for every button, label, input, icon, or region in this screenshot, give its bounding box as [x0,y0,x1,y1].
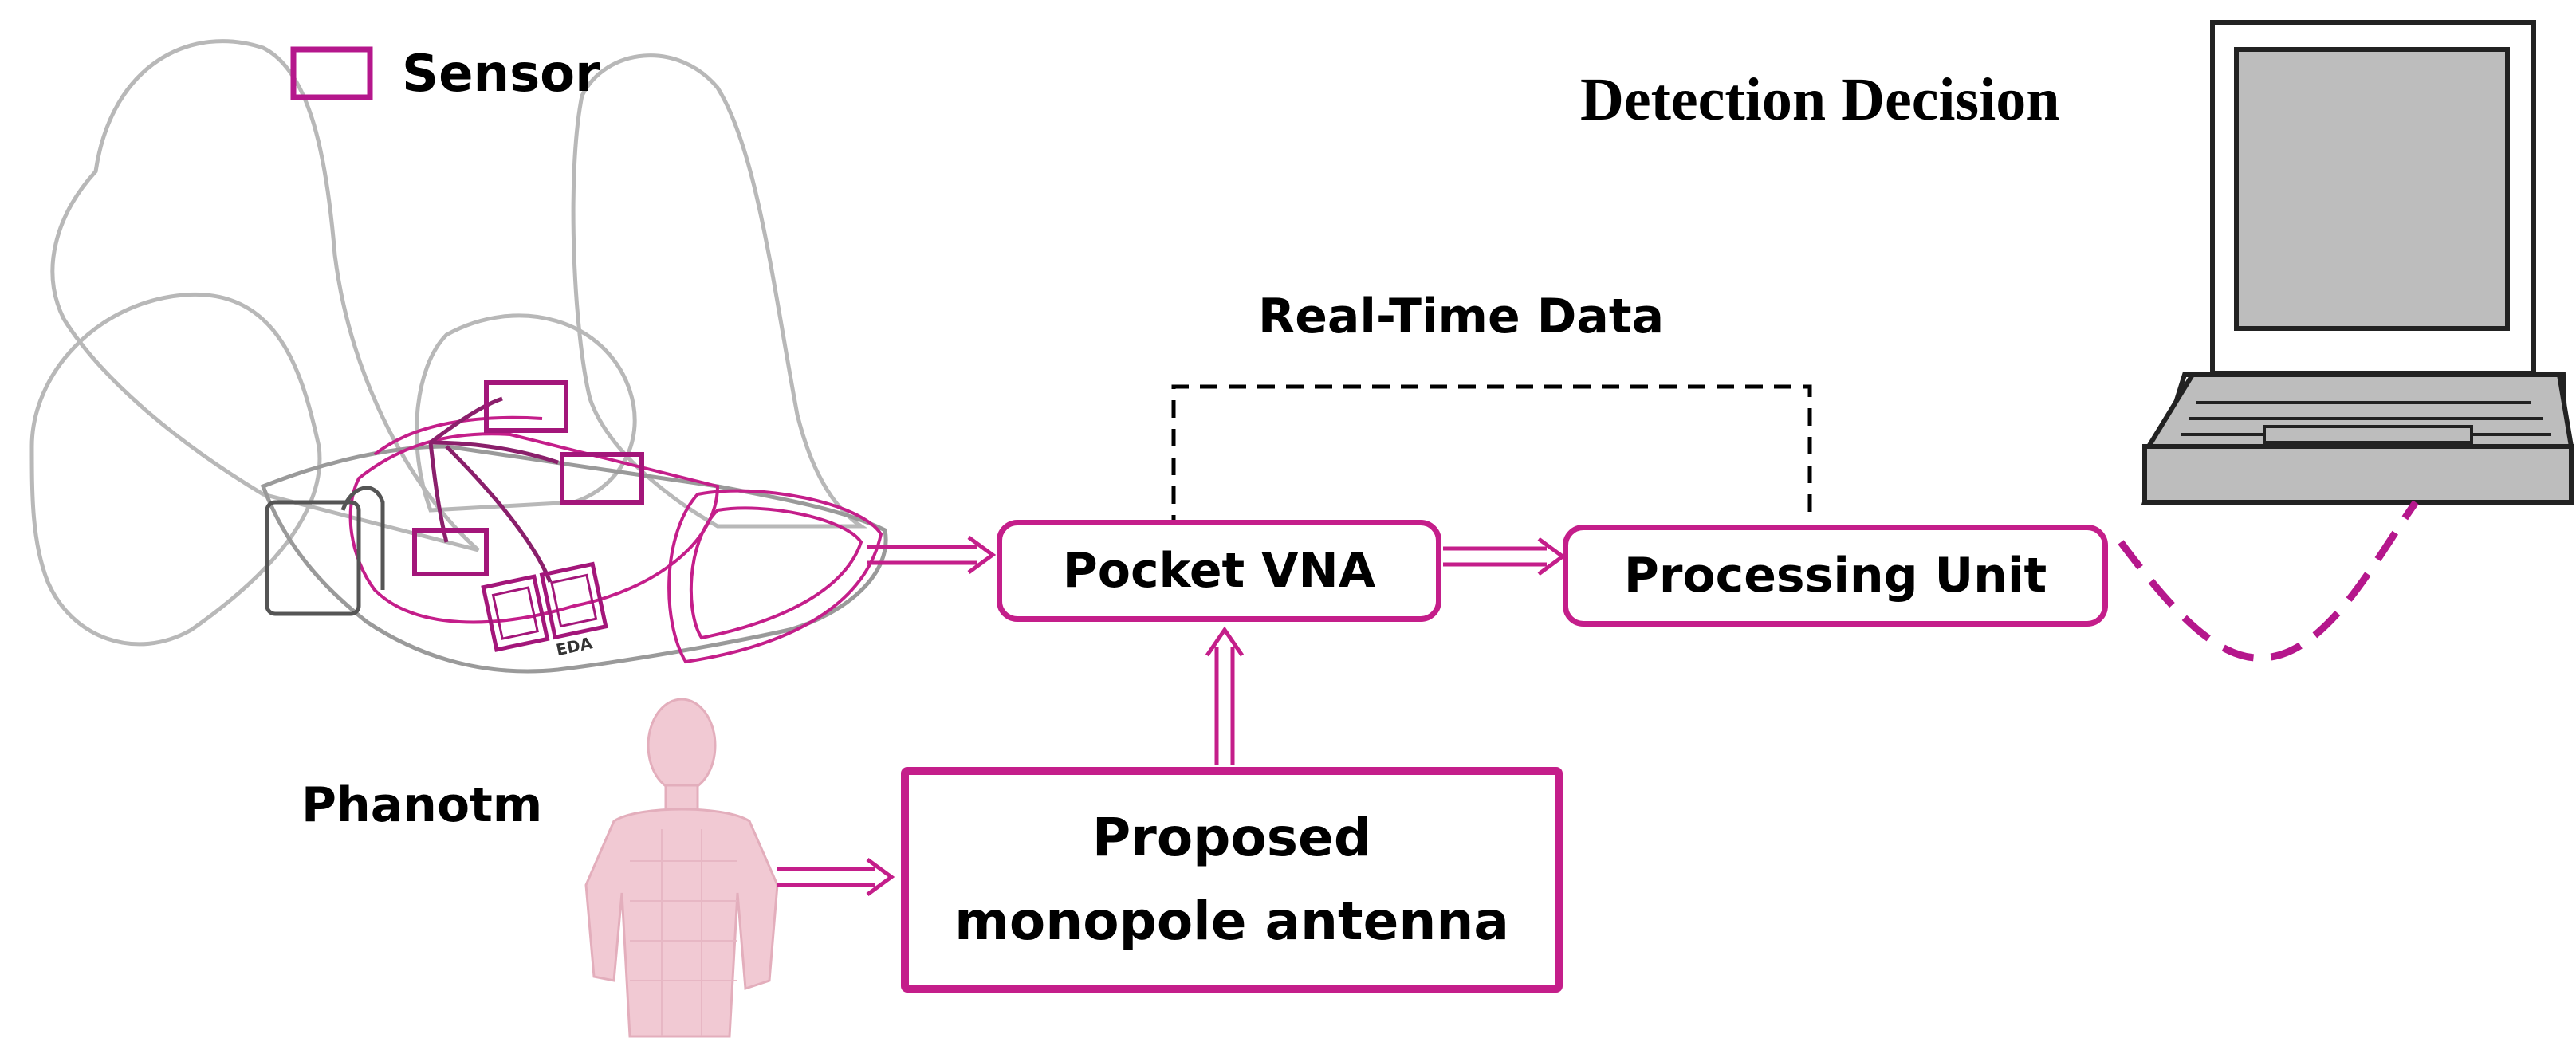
detection-decision-label: Detection Decision [1580,66,2060,133]
sensor-legend-label: Sensor [402,45,600,104]
laptop-icon [2141,20,2574,505]
arrow-antenna-to-vna [1205,626,1245,765]
antenna-label-line2: monopole antenna [954,890,1509,952]
wearable-garment-icon [29,39,888,674]
arrow-garment-to-vna [867,535,997,575]
phantom-label: Phanotm [301,777,543,833]
pocket-vna-label: Pocket VNA [1062,542,1376,599]
antenna-block: Proposed monopole antenna [901,767,1563,993]
processing-unit-label: Processing Unit [1623,547,2047,604]
real-time-data-label: Real-Time Data [1258,289,1665,344]
processing-unit-block: Processing Unit [1563,525,2108,627]
arrow-vna-to-processing [1443,537,1567,576]
real-time-data-link [1171,384,1812,533]
pocket-vna-block: Pocket VNA [997,520,1441,622]
laptop-cable [2118,500,2419,662]
arrow-phantom-to-antenna [777,857,895,897]
sensor-legend-icon [290,46,373,100]
phantom-body-icon [584,698,779,1038]
antenna-label-line1: Proposed [1091,807,1372,868]
